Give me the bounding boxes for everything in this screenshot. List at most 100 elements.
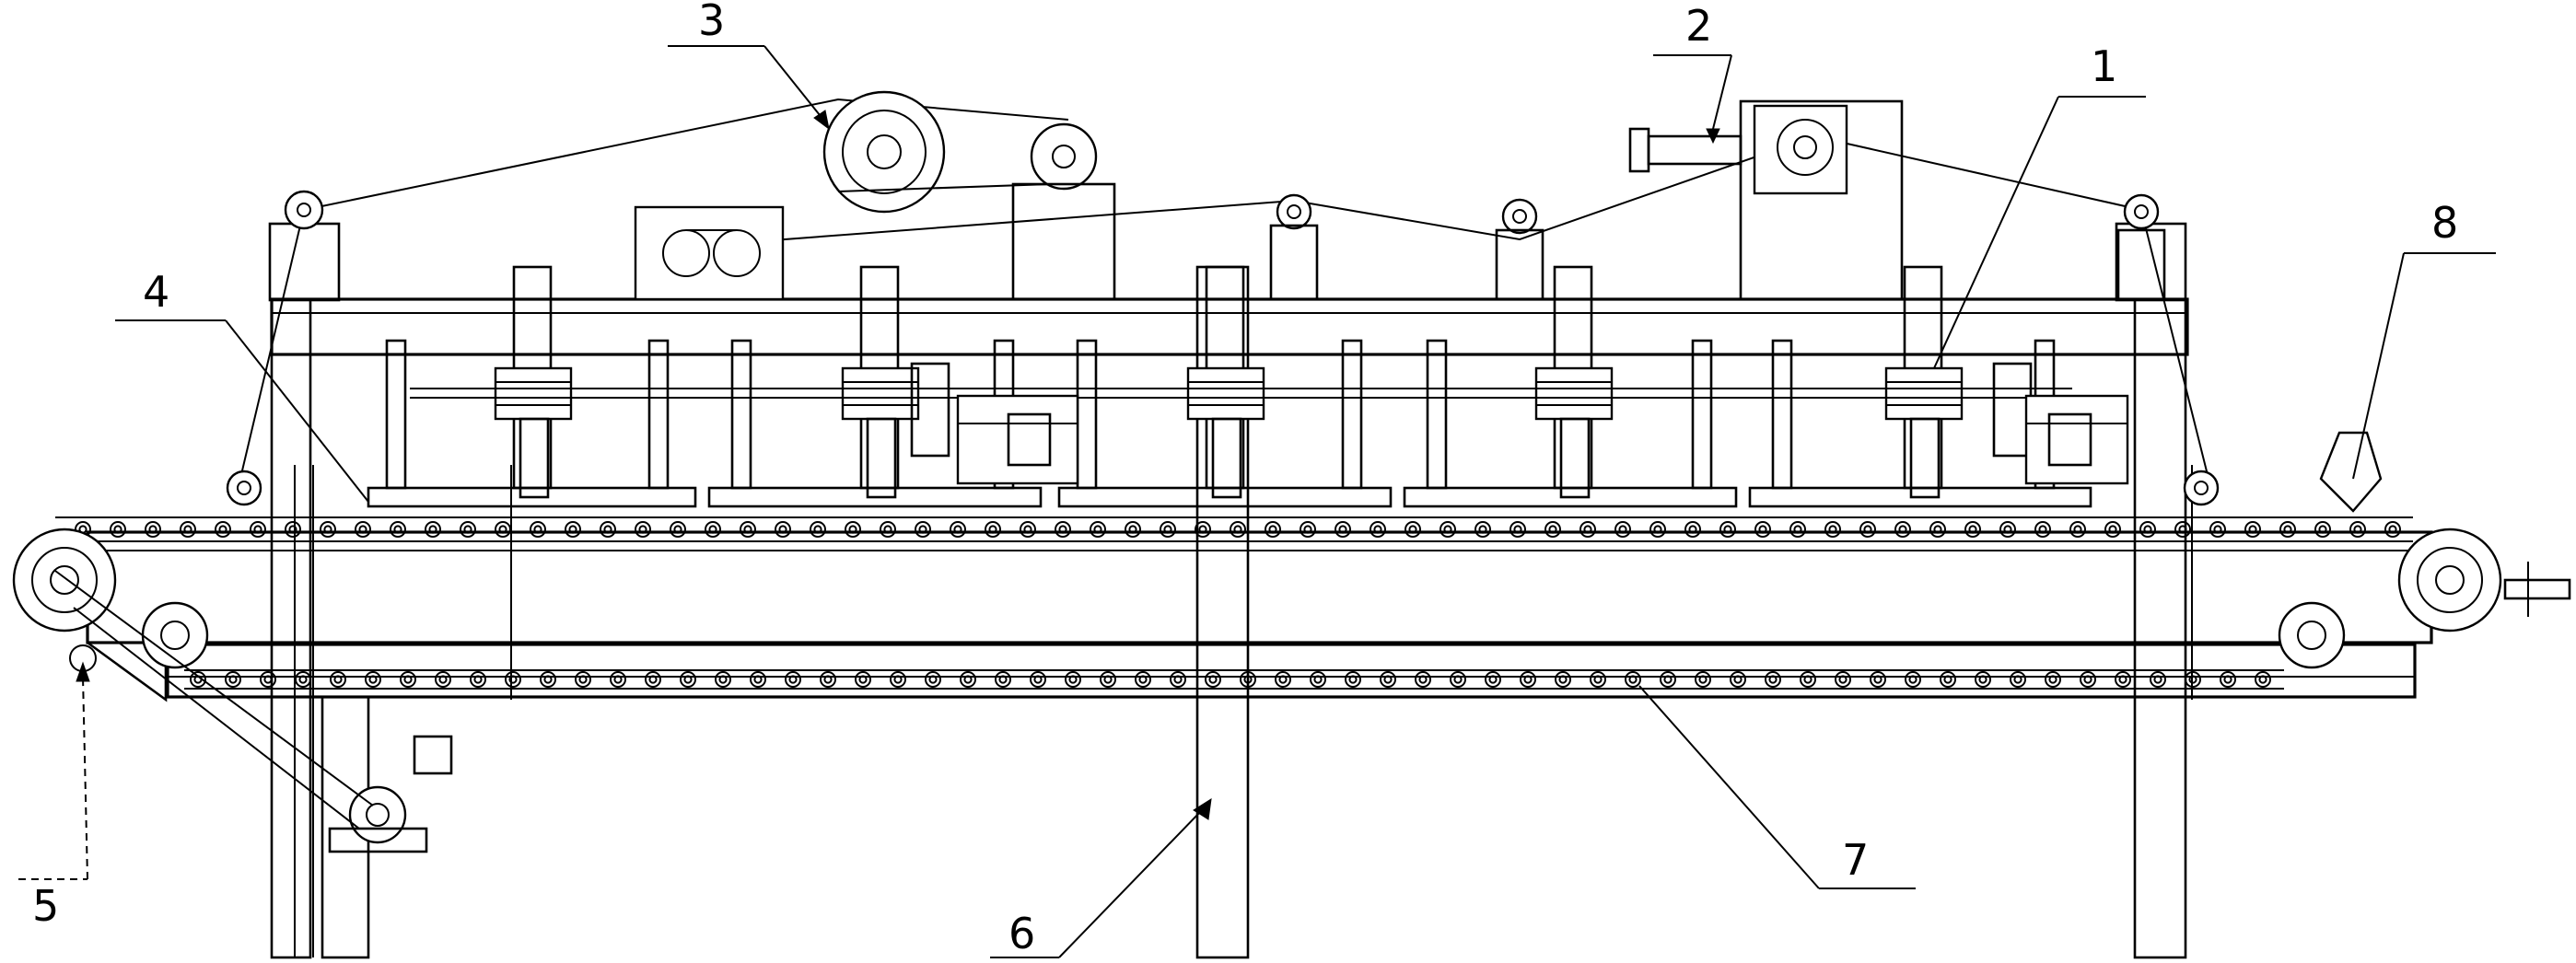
chain-link-pin: [848, 525, 857, 534]
chain-link-pin: [893, 675, 903, 684]
chain-link-pin: [813, 525, 822, 534]
chain-link: [1964, 521, 1981, 538]
chain-link-pin: [1488, 675, 1498, 684]
chain-link: [1555, 671, 1571, 688]
callout-label-7: 7: [1842, 835, 1869, 885]
motors: [910, 362, 2129, 485]
chain-link: [670, 521, 686, 538]
chain-link: [1509, 521, 1526, 538]
chain-link: [855, 671, 871, 688]
chain-link-pin: [533, 525, 542, 534]
chain-link: [215, 521, 231, 538]
chain-link-pin: [1803, 675, 1813, 684]
chain-link-pin: [918, 525, 927, 534]
chain-link-pin: [2223, 675, 2232, 684]
chain-link: [1265, 521, 1281, 538]
chain-link-pin: [1453, 675, 1463, 684]
chain-link: [425, 521, 441, 538]
chain-link-pin: [2108, 525, 2117, 534]
top-drive-assembly: [634, 90, 1116, 301]
chain-link-pin: [1558, 675, 1568, 684]
chain-link: [1450, 671, 1466, 688]
callout-label-8: 8: [2431, 198, 2458, 248]
chain-link-pin: [953, 525, 962, 534]
tensioner-assembly: [1628, 99, 1904, 301]
chain-link: [1055, 521, 1071, 538]
chain-link: [355, 521, 371, 538]
chain-link-pin: [1758, 525, 1767, 534]
chain-link: [250, 521, 266, 538]
chain-link: [2349, 521, 2366, 538]
chain-link-pin: [2283, 525, 2292, 534]
press-plates: [367, 486, 2092, 508]
chain-link: [1544, 521, 1561, 538]
chain-link-pin: [1383, 675, 1393, 684]
chain-link-pin: [1173, 675, 1183, 684]
chain-link-pin: [1478, 525, 1487, 534]
chain-link-pin: [543, 675, 553, 684]
chain-link: [1335, 521, 1351, 538]
chain-link-pin: [743, 525, 752, 534]
chain-link: [2185, 671, 2201, 688]
chain-link: [1170, 671, 1186, 688]
chain-link-pin: [1093, 525, 1102, 534]
chain-link-pin: [2318, 525, 2327, 534]
chain-link-pin: [1023, 525, 1032, 534]
chain-link-pin: [183, 525, 192, 534]
chain-link-pin: [253, 525, 262, 534]
chain-link-pin: [393, 525, 402, 534]
chain-link-pin: [753, 675, 763, 684]
chain-link: [1824, 521, 1841, 538]
chain-link-pin: [288, 525, 297, 534]
chain-link-pin: [1408, 525, 1417, 534]
chain-link: [225, 671, 241, 688]
chain-link: [540, 671, 556, 688]
chain-link-pin: [1583, 525, 1592, 534]
chain-link: [575, 671, 591, 688]
chain-link: [1405, 521, 1421, 538]
chain-link: [1695, 671, 1711, 688]
chain-link: [1754, 521, 1771, 538]
chain-link: [435, 671, 451, 688]
chain-link: [1835, 671, 1851, 688]
chain-link: [705, 521, 721, 538]
chain-link-pin: [2153, 675, 2162, 684]
chain-link-pin: [228, 675, 238, 684]
chain-link-pin: [673, 525, 682, 534]
chain-link-pin: [1103, 675, 1113, 684]
chain-link-pin: [1138, 675, 1148, 684]
chain-link-pin: [1628, 675, 1638, 684]
chain-link: [985, 521, 1001, 538]
chain-link: [2220, 671, 2236, 688]
chain-link-pin: [1793, 525, 1802, 534]
chain-link-pin: [1268, 525, 1277, 534]
chain-link: [960, 671, 976, 688]
callout-label-1: 1: [2091, 41, 2117, 91]
chain-link: [2045, 671, 2061, 688]
chain-link: [1520, 671, 1536, 688]
chain-link-pin: [1898, 525, 1907, 534]
chain-link-pin: [2353, 525, 2362, 534]
chain-link: [1195, 521, 1211, 538]
chain-link-pin: [1313, 675, 1323, 684]
chain-link: [845, 521, 861, 538]
chain-link: [1370, 521, 1386, 538]
chain-link-pin: [638, 525, 647, 534]
chain-link: [820, 671, 836, 688]
chain-link-pin: [2143, 525, 2152, 534]
chain-link-pin: [113, 525, 122, 534]
chain-link: [1929, 521, 1946, 538]
chain-link-pin: [603, 525, 612, 534]
chain-link-pin: [858, 675, 868, 684]
chain-link-pin: [963, 675, 973, 684]
chain-link: [1474, 521, 1491, 538]
chain-link: [775, 521, 791, 538]
chain-link: [1485, 671, 1501, 688]
chain-link-pin: [1128, 525, 1137, 534]
chain-link: [495, 521, 511, 538]
chain-link: [1730, 671, 1746, 688]
chain-link-pin: [1163, 525, 1172, 534]
chain-link-pin: [1523, 675, 1533, 684]
chain-link: [1065, 671, 1081, 688]
chain-link-pin: [1233, 525, 1242, 534]
